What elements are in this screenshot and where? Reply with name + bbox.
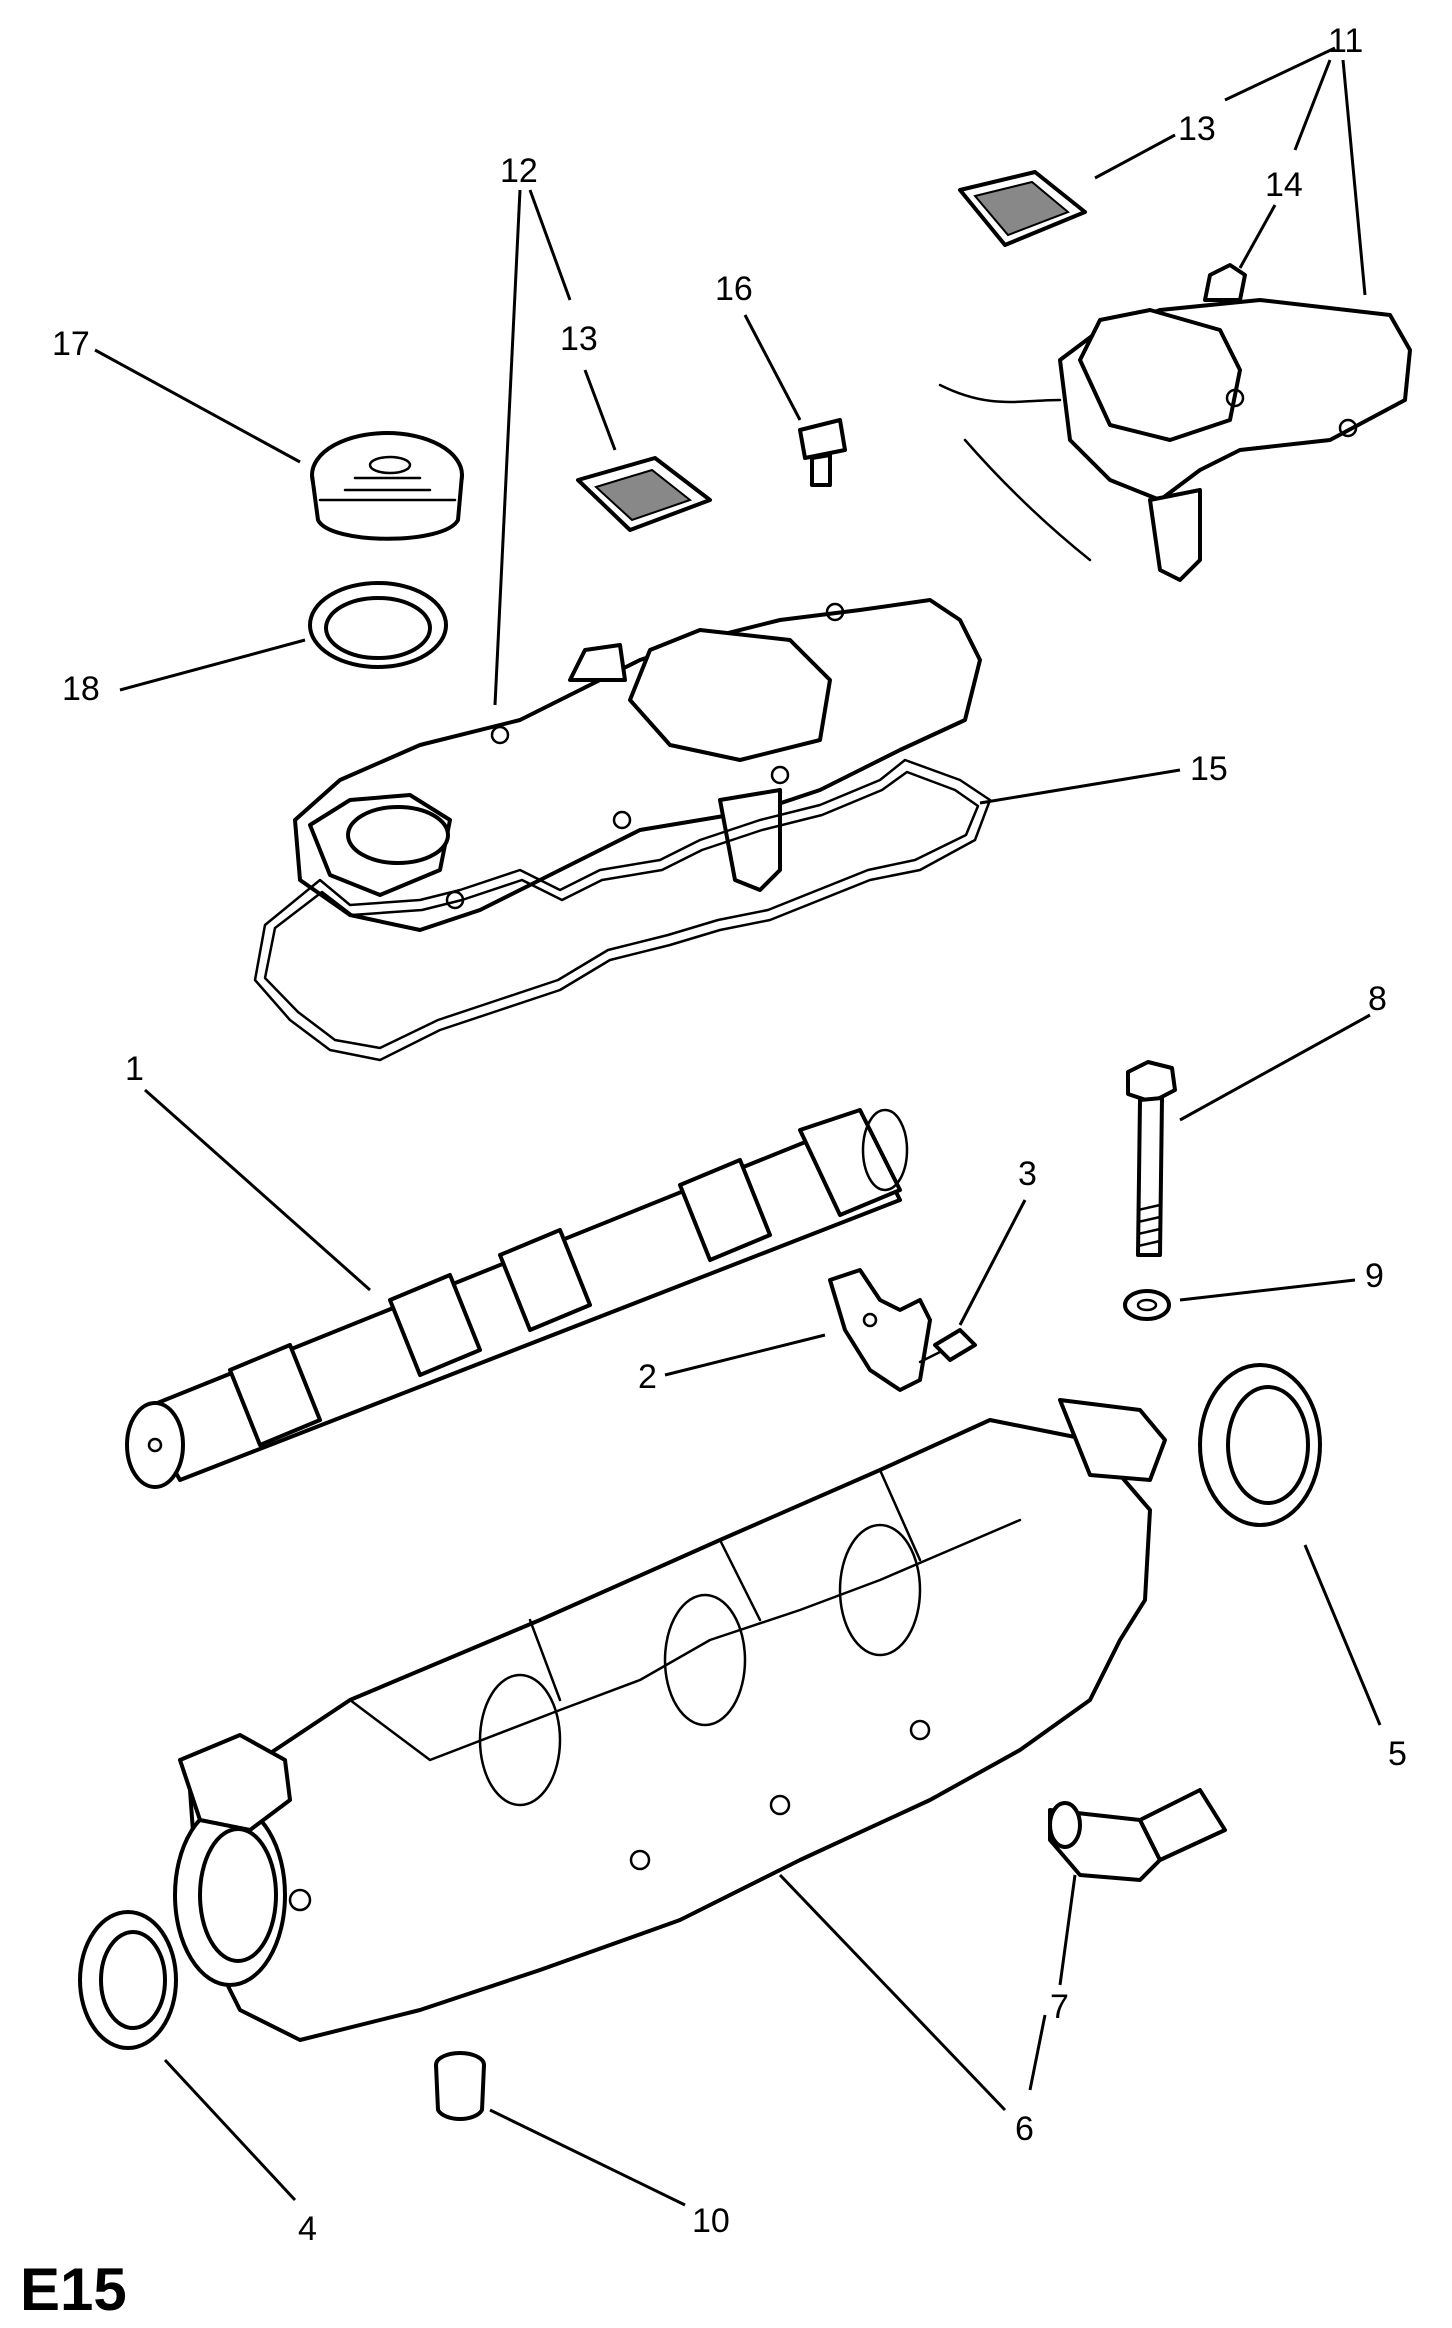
part-12-camshaft-cover — [293, 598, 982, 932]
callout-5: 5 — [1388, 1735, 1407, 1773]
page-code: E15 — [20, 2256, 127, 2323]
part-13-filter-pad-middle — [576, 456, 712, 532]
callout-13-middle: 13 — [560, 320, 598, 358]
callout-1: 1 — [125, 1050, 144, 1088]
callout-18: 18 — [62, 670, 100, 708]
callout-3: 3 — [1018, 1155, 1037, 1193]
part-18-sealing-ring — [308, 581, 448, 669]
part-8-long-bolt — [1126, 1060, 1177, 1257]
callout-9: 9 — [1365, 1257, 1384, 1295]
callout-labels: 11 13 14 12 13 16 17 18 15 1 8 3 2 9 5 7… — [52, 22, 1407, 2248]
leader-lines — [94, 46, 1382, 2207]
part-16-bolt — [798, 418, 847, 487]
part-9-washer — [1123, 1289, 1171, 1321]
part-3-screw — [918, 1328, 977, 1364]
part-13-filter-pad-upper — [958, 170, 1087, 247]
part-4-oil-seal-left — [78, 1910, 178, 2050]
callout-16: 16 — [715, 270, 753, 308]
callout-13-upper: 13 — [1178, 110, 1216, 148]
callout-15: 15 — [1190, 750, 1228, 788]
part-10-plug — [434, 2051, 486, 2121]
part-6-camshaft-housing — [173, 1398, 1167, 2042]
callout-4: 4 — [298, 2210, 317, 2248]
callout-12: 12 — [500, 152, 538, 190]
part-11-cover-breather-assembly — [938, 263, 1412, 582]
callout-10: 10 — [692, 2202, 730, 2240]
part-7-elbow-connector — [1048, 1788, 1227, 1882]
callout-14: 14 — [1265, 166, 1303, 204]
part-17-oil-filler-cap — [310, 431, 464, 541]
callout-6: 6 — [1015, 2110, 1034, 2148]
callout-8: 8 — [1368, 980, 1387, 1018]
callout-17: 17 — [52, 325, 90, 363]
part-15-cover-gasket — [253, 758, 992, 1062]
callout-2: 2 — [638, 1358, 657, 1396]
callout-7: 7 — [1050, 1988, 1069, 2026]
part-1-camshaft — [125, 1108, 909, 1489]
part-5-oil-seal-right — [1198, 1363, 1322, 1527]
callout-11: 11 — [1328, 22, 1363, 60]
part-2-retaining-plate — [828, 1268, 932, 1392]
